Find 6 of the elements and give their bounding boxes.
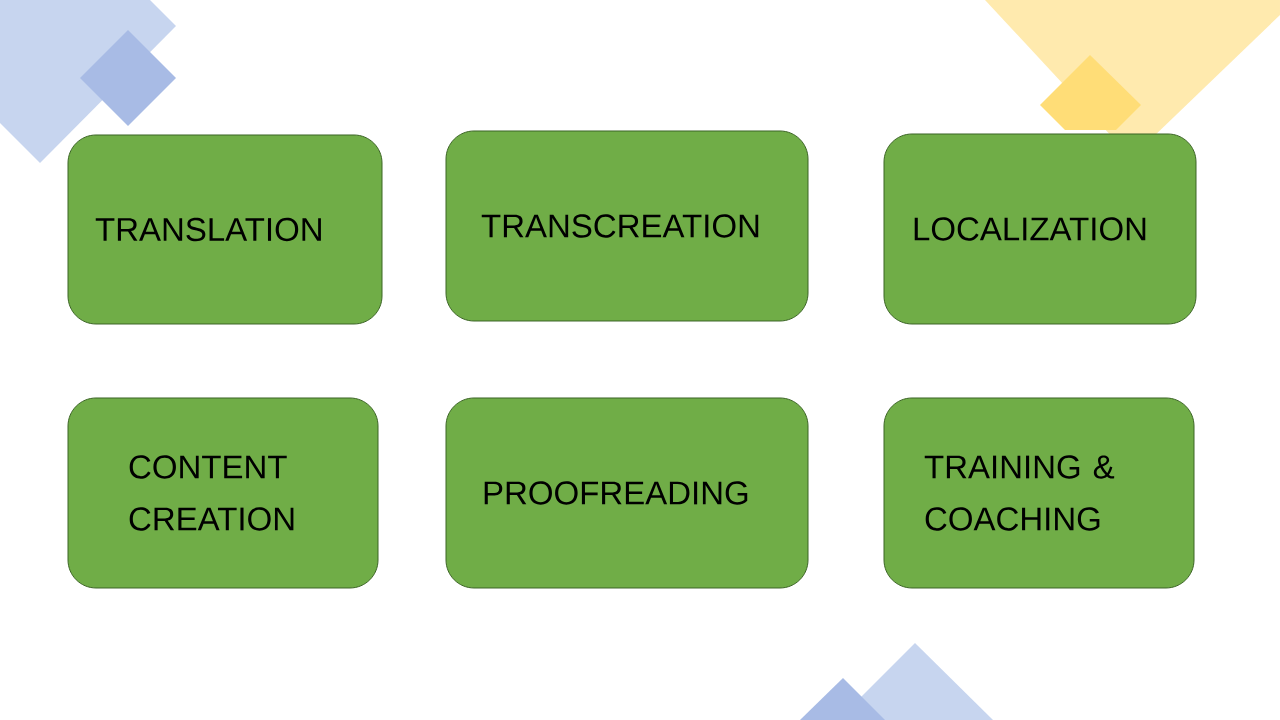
service-box: TRAINING & COACHING (883, 397, 1195, 589)
service-box: TRANSCREATION (445, 130, 809, 322)
service-box: LOCALIZATION (883, 133, 1197, 325)
service-box: PROOFREADING (445, 397, 809, 589)
service-box: CONTENT CREATION (67, 397, 379, 589)
service-box: TRANSLATION (67, 134, 383, 325)
